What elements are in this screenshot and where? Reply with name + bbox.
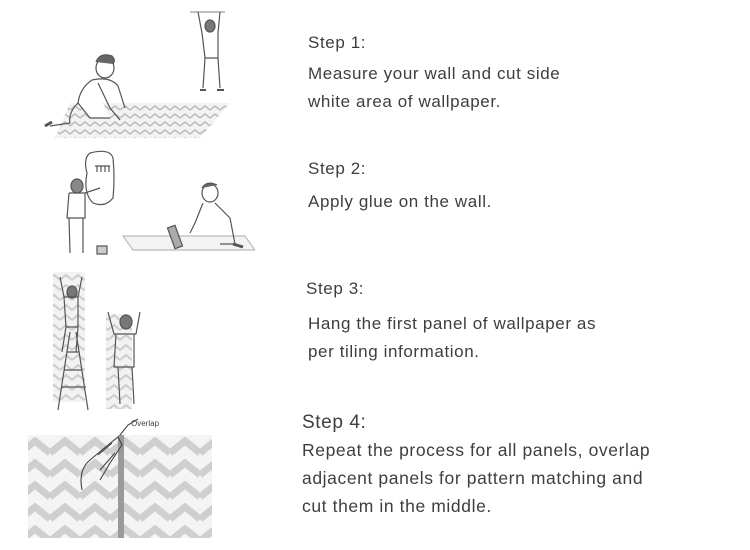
step-4-title: Step 4: [302, 412, 367, 433]
step-4-line-2: adjacent panels for pattern matching and [302, 468, 644, 488]
step-4-line-1: Repeat the process for all panels, overl… [302, 440, 651, 460]
step-3-illustration [53, 272, 141, 411]
step-2-line-1: Apply glue on the wall. [308, 192, 492, 211]
overlap-label: Overlap [131, 419, 160, 428]
step-3-text: Step 3: Hang the first panel of wallpape… [306, 278, 597, 366]
step-1-line-2: white area of wallpaper. [308, 92, 502, 111]
step-2-text: Step 2: Apply glue on the wall. [308, 158, 492, 216]
step-4-illustration: Overlap [28, 418, 212, 538]
step-1-line-1: Measure your wall and cut side [308, 64, 561, 83]
step-3-title: Step 3: [306, 279, 365, 298]
step-4-line-3: cut them in the middle. [302, 496, 492, 516]
step-4-text: Step 4: Repeat the process for all panel… [302, 412, 650, 520]
step-2-title: Step 2: [308, 159, 367, 178]
step-3-line-2: per tiling information. [308, 342, 480, 361]
step-1-title: Step 1: [308, 33, 367, 52]
step-3-line-1: Hang the first panel of wallpaper as [308, 314, 597, 333]
step-1-text: Step 1: Measure your wall and cut side w… [308, 32, 560, 116]
step-1-illustration [44, 11, 230, 138]
step-2-illustration [66, 150, 255, 255]
